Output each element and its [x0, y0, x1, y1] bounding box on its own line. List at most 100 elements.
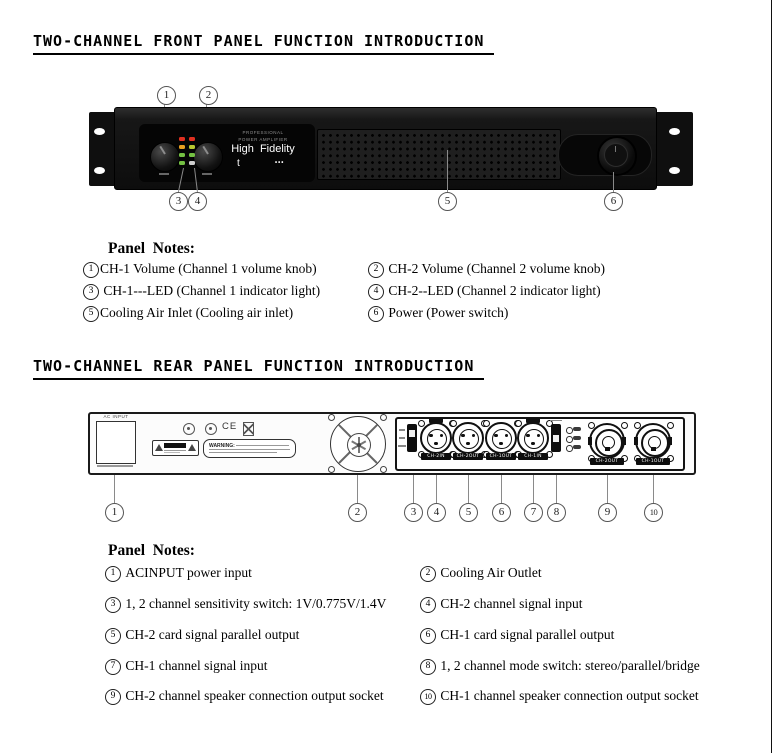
- xlr-inner: [492, 429, 512, 449]
- note-item: 2 Cooling Air Outlet: [420, 565, 542, 582]
- ce-mark: CE: [222, 421, 238, 432]
- callout-5: 5: [459, 503, 478, 522]
- note-item: 4 CH-2 channel signal input: [420, 596, 582, 613]
- knob-pointer: [202, 145, 209, 155]
- power-icon: [614, 146, 616, 152]
- xlr-pin: [536, 433, 540, 437]
- amplifier-chassis: PROFESSIONAL POWER AMPLIFIER High Fideli…: [114, 107, 657, 190]
- brand-line-1: PROFESSIONAL: [242, 130, 284, 135]
- note-item: 7 CH-1 channel signal input: [105, 658, 267, 675]
- warning-text-box: WARNING:: [203, 439, 296, 458]
- led-ch2-clip: [189, 137, 195, 141]
- note-number: 4: [420, 597, 436, 613]
- callout-line-8: [555, 453, 557, 503]
- note-number: 2: [368, 262, 384, 278]
- knob-pointer: [159, 145, 166, 155]
- callout-3: 3: [404, 503, 423, 522]
- connector-label: CH-1OUT: [636, 458, 670, 465]
- note-item: 10 CH-1 channel speaker connection outpu…: [420, 688, 699, 705]
- rating-fine-print: [164, 450, 186, 451]
- note-number: 6: [420, 628, 436, 644]
- bolt: [450, 420, 457, 427]
- knob-label-mark: [202, 173, 212, 175]
- connector-label: CH-2IN: [421, 453, 451, 460]
- callout-6: 6: [492, 503, 511, 522]
- callout-7: 7: [524, 503, 543, 522]
- rack-ear-left: [89, 112, 118, 186]
- mode-indicator-label: [573, 445, 581, 449]
- speakon-notch: [604, 447, 610, 451]
- note-item: 3 1, 2 channel sensitivity switch: 1V/0.…: [105, 596, 386, 613]
- connector-label: CH-1OUT: [486, 453, 516, 460]
- xlr-pin: [499, 441, 503, 445]
- certification-icon: [183, 423, 195, 435]
- speakon-ch2-out: [588, 422, 628, 462]
- rating-label: [152, 440, 199, 456]
- led-ch1-clip: [179, 137, 185, 141]
- note-number: 3: [105, 597, 121, 613]
- led-ch2-signal: [189, 145, 195, 149]
- ac-input-label: AC INPUT: [103, 414, 129, 419]
- xlr-ch1-out: [483, 420, 521, 458]
- xlr-pin: [471, 433, 475, 437]
- callout-1: 1: [157, 86, 176, 105]
- rack-ear-right: [653, 112, 693, 186]
- mode-switch: [551, 424, 561, 452]
- bolt: [546, 420, 553, 427]
- note-number: 5: [105, 628, 121, 644]
- speakon-notch: [650, 447, 656, 451]
- xlr-ch2-in: [418, 418, 456, 458]
- ac-fine-print: [97, 464, 133, 467]
- mode-indicator: [566, 436, 573, 443]
- sensitivity-mark: [399, 437, 405, 439]
- mode-indicator: [566, 427, 573, 434]
- bolt: [667, 422, 674, 429]
- callout-line-6: [500, 452, 502, 503]
- rear-notes-heading: Panel Notes:: [108, 542, 195, 559]
- led-ch2-signal: [189, 153, 195, 157]
- speakon-tab: [588, 437, 592, 445]
- callout-2: 2: [199, 86, 218, 105]
- callout-line-5: [447, 150, 448, 193]
- xlr-ch1-in: [515, 418, 553, 458]
- callout-2: 2: [348, 503, 367, 522]
- note-number: 7: [105, 659, 121, 675]
- mounting-hole: [94, 128, 105, 135]
- callout-4: 4: [188, 192, 207, 211]
- connector-label: CH-2OUT: [590, 458, 624, 465]
- note-number: 1: [105, 566, 121, 582]
- speakon-inner-ring: [595, 429, 623, 457]
- xlr-pin: [526, 433, 530, 437]
- rating-label-bar: [164, 443, 186, 448]
- callout-8: 8: [547, 503, 566, 522]
- callout-6: 6: [604, 192, 623, 211]
- ventilation-grille: [317, 129, 561, 180]
- fan-screw: [380, 466, 387, 473]
- front-section-title: TWO-CHANNEL FRONT PANEL FUNCTION INTRODU…: [33, 32, 495, 55]
- note-number: 2: [420, 566, 436, 582]
- callout-3: 3: [169, 192, 188, 211]
- note-item: 5 CH-2 card signal parallel output: [105, 627, 299, 644]
- xlr-inner: [459, 429, 479, 449]
- mode-switch-label: [550, 419, 562, 421]
- mode-indicator: [566, 445, 573, 452]
- led-ch1-signal: [179, 153, 185, 157]
- note-item: 6 CH-1 card signal parallel output: [420, 627, 614, 644]
- certification-icon: [205, 423, 217, 435]
- xlr-pin: [504, 433, 508, 437]
- bolt: [515, 420, 522, 427]
- callout-line-4: [435, 452, 437, 503]
- xlr-inner: [427, 429, 447, 449]
- led-ch1-power: [179, 161, 185, 165]
- callout-5: 5: [438, 192, 457, 211]
- mounting-hole: [669, 128, 680, 135]
- note-number: 1: [83, 262, 99, 278]
- warning-fine-print: [236, 445, 289, 447]
- sensitivity-mark: [398, 445, 406, 447]
- callout-line-5: [467, 452, 469, 503]
- sensitivity-mark: [399, 429, 405, 431]
- mode-indicator-label: [573, 427, 581, 431]
- ac-input-socket: [96, 421, 136, 464]
- speakon-tab: [634, 437, 638, 445]
